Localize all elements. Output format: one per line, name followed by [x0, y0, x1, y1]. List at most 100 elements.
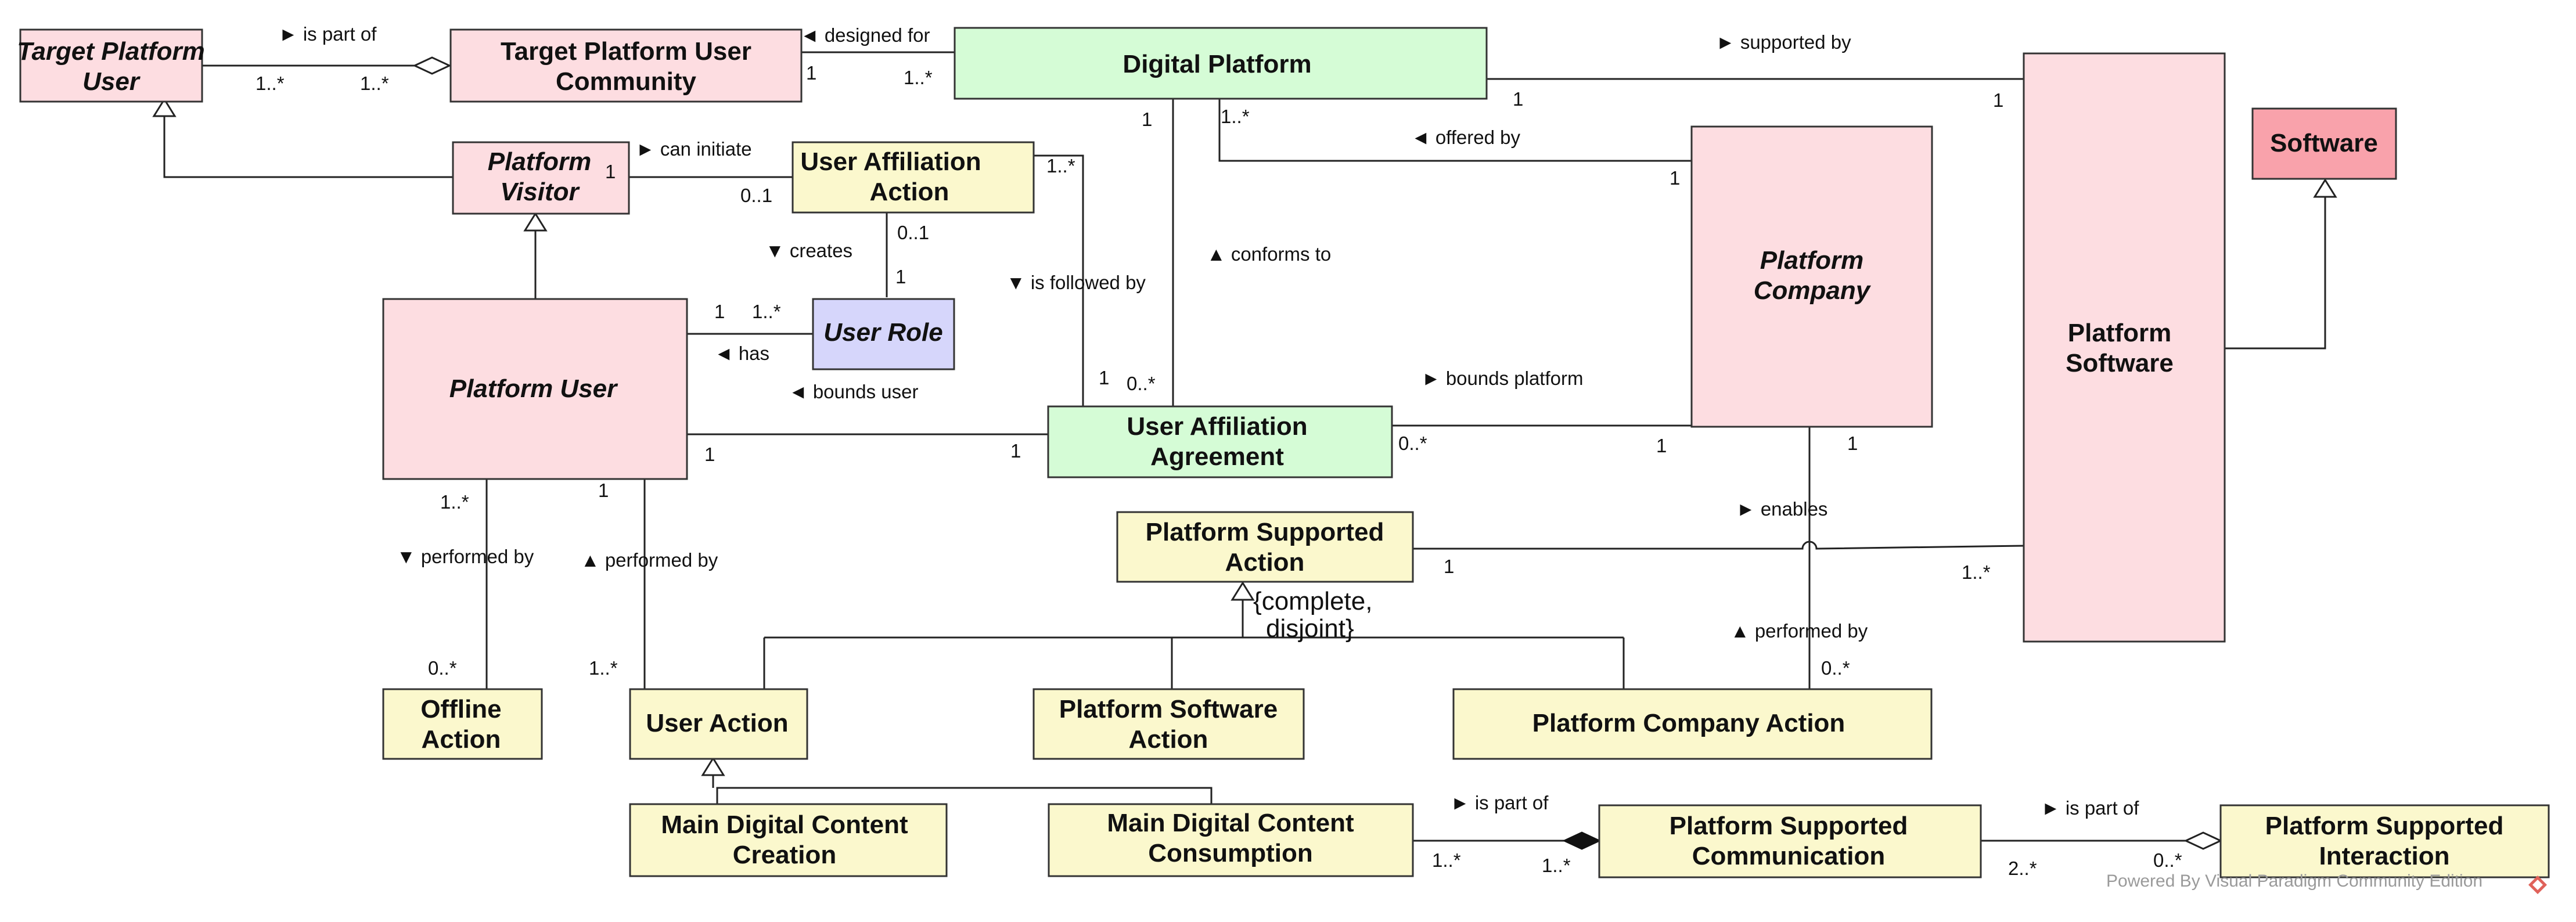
multiplicity: 1..* [360, 73, 389, 94]
multiplicity: 1..* [1542, 855, 1571, 876]
assoc-label: ▲ performed by [581, 549, 718, 571]
class-platform-supported-interaction[interactable]: Platform Supported Interaction [2219, 804, 2550, 878]
class-name-line: Action [1129, 725, 1208, 754]
class-name-line: User Affiliation [800, 147, 981, 176]
class-user-role[interactable]: User Role [812, 298, 955, 370]
class-digital-platform[interactable]: Digital Platform [954, 27, 1488, 100]
class-name-line: Action [422, 725, 501, 754]
assoc-label: ► enables [1736, 498, 1827, 520]
class-name-line: Main Digital Content [661, 811, 908, 839]
watermark: Powered By Visual Paradigm Community Edi… [2106, 871, 2547, 894]
multiplicity: 1 [1099, 367, 1109, 388]
class-name-line: User Affiliation [1127, 412, 1307, 441]
class-name-line: Target Platform User [501, 37, 751, 66]
multiplicity: 1..* [752, 301, 781, 322]
assoc-label: ► supported by [1716, 31, 1851, 53]
class-name-line: Platform Supported [1146, 518, 1384, 546]
class-main-digital-content-creation[interactable]: Main Digital Content Creation [629, 803, 948, 877]
class-user-affiliation-action[interactable]: User Affiliation Action [791, 141, 1035, 214]
multiplicity: 1..* [1962, 561, 1991, 583]
class-name-line: Visitor [500, 178, 580, 206]
generalization-arrow [523, 212, 548, 232]
class-platform-software-action[interactable]: Platform Software Action [1032, 688, 1305, 760]
class-platform-supported-action[interactable]: Platform Supported Action [1116, 511, 1414, 583]
multiplicity: 1 [895, 266, 906, 287]
class-platform-visitor[interactable]: Platform Visitor [452, 141, 630, 215]
multiplicities: 1..* 1..* 1 1..* 1 1 1 1..* 1 1 0..1 1..… [256, 62, 2182, 879]
constraint-line: {complete, [1253, 587, 1372, 615]
aggregation-diamond [412, 56, 452, 75]
class-name-line: Agreement [1150, 442, 1284, 471]
multiplicity: 0..* [1821, 657, 1850, 679]
multiplicity: 1..* [1046, 155, 1075, 177]
multiplicity: 0..* [1127, 373, 1156, 394]
class-name-line: Action [870, 178, 949, 206]
class-name-line: User Role [823, 318, 942, 347]
assoc-label: ► is part of [279, 23, 377, 45]
assoc-label: ► is part of [1451, 792, 1549, 813]
assoc-label: ◄ designed for [800, 24, 930, 46]
multiplicity: 1 [598, 480, 609, 501]
multiplicity: 0..1 [897, 222, 929, 243]
multiplicity: 1..* [589, 657, 618, 679]
class-name-line: Platform Company Action [1532, 709, 1845, 737]
class-name-line: User Action [646, 709, 788, 737]
assoc-label: ► bounds platform [1422, 368, 1583, 389]
multiplicity: 1 [1847, 433, 1858, 454]
assoc-label: ▼ is followed by [1006, 272, 1146, 293]
assoc-label: ▼ creates [765, 240, 852, 261]
class-target-platform-user[interactable]: Target Platform User [17, 28, 205, 103]
class-main-digital-content-consumption[interactable]: Main Digital Content Consumption [1048, 803, 1414, 877]
multiplicity: 1 [1444, 556, 1454, 577]
multiplicity: 0..* [428, 657, 457, 679]
multiplicity: 1 [1010, 440, 1021, 462]
assoc-label: ► can initiate [636, 138, 752, 160]
multiplicity: 1..* [1432, 849, 1461, 871]
class-name-line: Platform Software [1059, 695, 1278, 723]
class-name-line: Creation [733, 841, 836, 869]
class-user-affiliation-agreement[interactable]: User Affiliation Agreement [1047, 405, 1393, 478]
class-target-platform-user-community[interactable]: Target Platform User Community [449, 28, 803, 103]
multiplicity: 1 [1993, 89, 2003, 111]
class-name-line: Main Digital Content [1107, 809, 1354, 837]
class-name-line: Software [2270, 129, 2378, 157]
class-name-line: Platform [1760, 246, 1863, 275]
class-platform-software[interactable]: Platform Software [2023, 52, 2226, 643]
class-name-line: Software [2066, 349, 2174, 377]
class-platform-company-action[interactable]: Platform Company Action [1452, 688, 1933, 760]
assoc-label: ► is part of [2041, 797, 2139, 819]
class-name-line: Target Platform [17, 37, 205, 66]
assoc-label: ◄ offered by [1411, 127, 1520, 148]
class-platform-supported-communication[interactable]: Platform Supported Communication [1598, 804, 1982, 878]
generalization-arrow [1231, 581, 1255, 601]
class-name-line: Consumption [1148, 839, 1313, 867]
multiplicity: 1..* [1221, 106, 1250, 127]
constraint-line: disjoint} [1266, 614, 1354, 643]
multiplicity: 1 [806, 62, 816, 84]
class-name-line: Community [556, 67, 697, 96]
multiplicity: 1 [605, 161, 616, 182]
assoc-label: ▲ performed by [1730, 620, 1868, 642]
class-name-line: User [82, 67, 141, 96]
multiplicity: 1..* [440, 491, 469, 513]
connectors [152, 51, 2337, 850]
generalization-set-constraint: {complete, disjoint} [1253, 587, 1372, 643]
multiplicity: 1..* [256, 73, 285, 94]
class-software[interactable]: Software [2251, 107, 2397, 180]
assoc-label: ◄ bounds user [789, 381, 918, 402]
class-offline-action[interactable]: Offline Action [382, 688, 543, 760]
multiplicity: 1 [1142, 109, 1152, 130]
class-name-line: Digital Platform [1122, 50, 1311, 78]
multiplicity: 1 [1670, 167, 1680, 189]
class-user-action[interactable]: User Action [629, 688, 808, 760]
multiplicity: 1 [1656, 435, 1667, 456]
class-name-line: Platform Supported [1670, 812, 1908, 840]
class-platform-company[interactable]: Platform Company [1690, 125, 1933, 428]
class-name-line: Communication [1692, 842, 1885, 870]
multiplicity: 0..1 [740, 185, 772, 206]
class-platform-user[interactable]: Platform User [382, 298, 688, 480]
class-name-line: Interaction [2319, 842, 2450, 870]
multiplicity: 1..* [904, 67, 933, 88]
generalization-arrow [2313, 178, 2337, 198]
